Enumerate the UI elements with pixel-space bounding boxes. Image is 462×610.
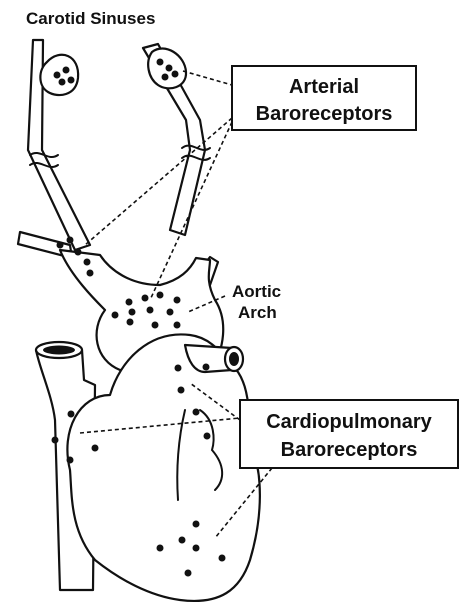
heart-outline: [67, 334, 259, 600]
cardio-label-line2: Baroreceptors: [281, 439, 418, 461]
pulmonary-artery: [185, 345, 243, 372]
arterial-label-line2: Baroreceptors: [256, 103, 393, 125]
cardiopulmonary-baroreceptors-callout: Cardiopulmonary Baroreceptors: [240, 400, 458, 468]
arterial-baroreceptors-callout: Arterial Baroreceptors: [232, 66, 416, 130]
right-carotid-artery: [143, 44, 218, 285]
aortic-label-line1: Aortic: [232, 282, 281, 301]
arterial-label-line1: Arterial: [289, 76, 359, 98]
cardio-label-line1: Cardiopulmonary: [266, 411, 432, 433]
aortic-label-line2: Arch: [238, 303, 277, 322]
left-carotid-artery: [18, 40, 90, 258]
carotid-sinuses-label: Carotid Sinuses: [26, 9, 155, 28]
